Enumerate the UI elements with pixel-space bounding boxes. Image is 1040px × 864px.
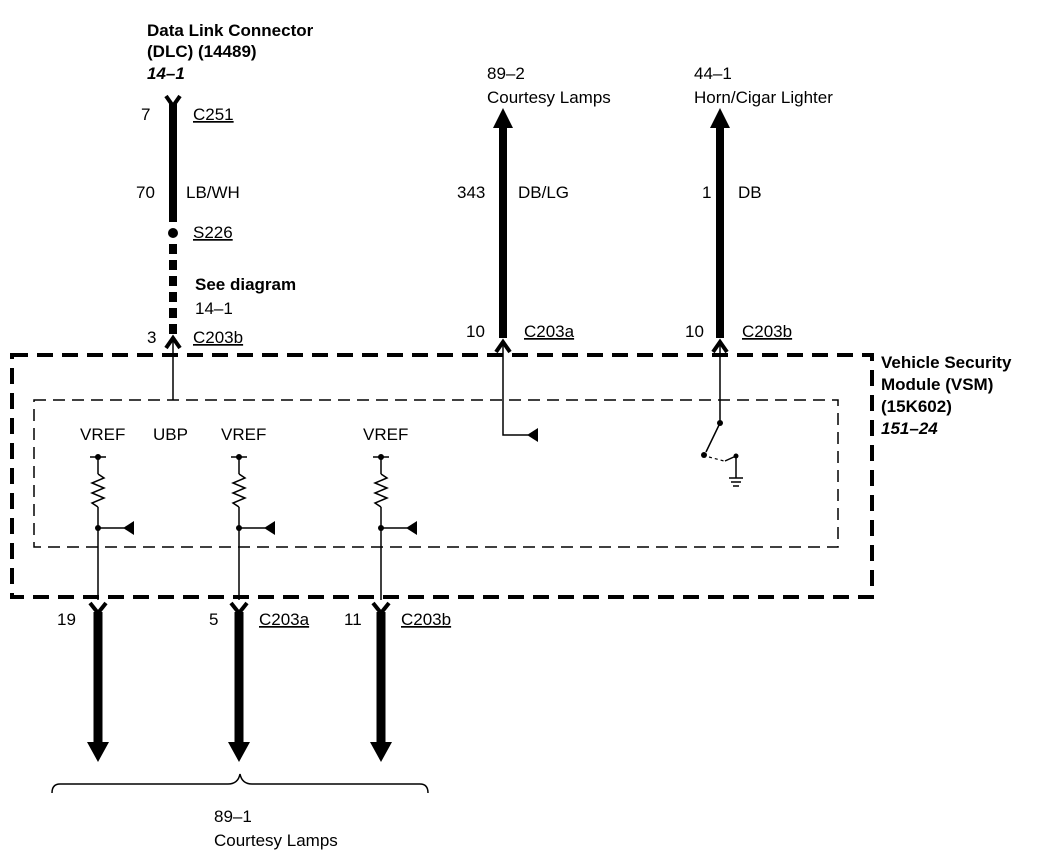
pullup-circuit-1 [90, 454, 134, 600]
bottom-pin-1: 19 [57, 610, 76, 629]
vsm-title-line2: Module (VSM) [881, 375, 993, 394]
bottom-label: Courtesy Lamps [214, 831, 338, 850]
switch-contact [701, 452, 707, 458]
dlc-wire-color: LB/WH [186, 183, 240, 202]
vsm-outer-box [10, 353, 874, 599]
dlc-title-line1: Data Link Connector [147, 21, 314, 40]
module-connector-ubp: C203b [193, 328, 243, 347]
courtesy-top-thin [502, 344, 528, 436]
bottom-arrow-2 [228, 742, 250, 762]
ground-lead [724, 454, 737, 478]
resistor-3-icon [373, 473, 389, 508]
courtesy-top-connector: C203a [524, 322, 575, 341]
splice-s226-dot [168, 228, 178, 238]
dlc-ref: 14–1 [147, 64, 185, 83]
ground-contact [733, 453, 739, 459]
vref-label-2: VREF [221, 425, 266, 444]
see-diagram-line1: See diagram [195, 275, 296, 294]
horn-ref: 44–1 [694, 64, 732, 83]
vsm-title-line1: Vehicle Security [881, 353, 1012, 372]
bottom-arrow-1 [87, 742, 109, 762]
module-pin-ubp: 3 [147, 328, 156, 347]
resistor-2-icon [231, 473, 247, 508]
horn-wire [701, 108, 743, 487]
pullup-circuit-3 [373, 454, 417, 600]
bottom-brace [51, 773, 429, 794]
courtesy-top-ref: 89–2 [487, 64, 525, 83]
splice-label: S226 [193, 223, 233, 242]
vsm-inner-box [33, 399, 839, 548]
bottom-arrow-3 [370, 742, 392, 762]
switch-blade [705, 422, 721, 453]
resistor-1-icon [90, 473, 106, 508]
c203b-left-connector [164, 334, 182, 350]
c203b-horn-connector [711, 338, 729, 354]
switch-dash [708, 456, 725, 462]
horn-circuit: 1 [702, 183, 711, 202]
input-triangle-2 [264, 521, 275, 535]
bottom-pin-2: 5 [209, 610, 218, 629]
courtesy-top-input-triangle [527, 428, 538, 442]
dlc-connector-label: C251 [193, 105, 234, 124]
courtesy-top-circuit: 343 [457, 183, 485, 202]
courtesy-top-pin: 10 [466, 322, 485, 341]
courtesy-top-arrow [493, 108, 513, 128]
bottom-pin-3: 11 [344, 610, 362, 629]
vsm-ref: 151–24 [881, 419, 938, 438]
vsm-title-line3: (15K602) [881, 397, 952, 416]
c203a-top-connector [494, 338, 512, 354]
horn-arrow [710, 108, 730, 128]
dlc-circuit-number: 70 [136, 183, 155, 202]
horn-pin: 10 [685, 322, 704, 341]
horn-color: DB [738, 183, 762, 202]
horn-connector: C203b [742, 322, 792, 341]
ubp-label: UBP [153, 425, 188, 444]
dlc-wire [164, 94, 182, 400]
dlc-pin: 7 [141, 105, 150, 124]
bottom-connector-2-label: C203a [259, 610, 310, 629]
pullup-circuit-2 [231, 454, 275, 600]
dlc-title-line2: (DLC) (14489) [147, 42, 257, 61]
input-triangle-1 [123, 521, 134, 535]
courtesy-top-label: Courtesy Lamps [487, 88, 611, 107]
vref-label-1: VREF [80, 425, 125, 444]
bottom-connector-3-label: C203b [401, 610, 451, 629]
courtesy-top-color: DB/LG [518, 183, 569, 202]
see-diagram-line2: 14–1 [195, 299, 233, 318]
horn-label: Horn/Cigar Lighter [694, 88, 833, 107]
bottom-ref: 89–1 [214, 807, 252, 826]
bottom-connector-1 [88, 601, 108, 617]
bottom-wires [51, 601, 429, 794]
bottom-connector-3 [371, 601, 391, 617]
bottom-connector-2 [229, 601, 249, 617]
input-triangle-3 [406, 521, 417, 535]
courtesy-top-wire [493, 108, 538, 442]
vref-label-3: VREF [363, 425, 408, 444]
